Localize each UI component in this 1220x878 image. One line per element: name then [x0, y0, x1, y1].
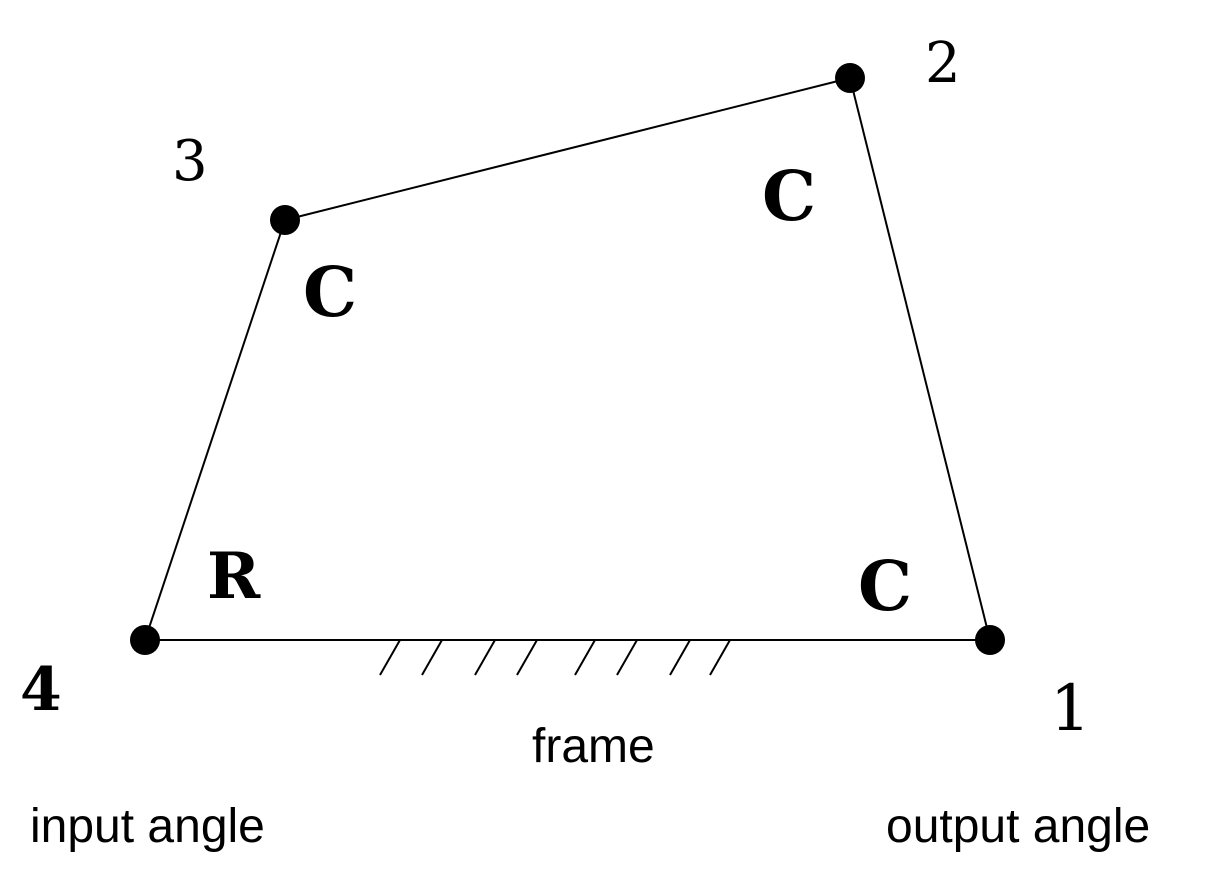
joint-3-dot — [270, 205, 300, 235]
joint-4-type: R — [207, 539, 261, 614]
joint-2-dot — [835, 63, 865, 93]
joint-4-number: 4 — [20, 655, 62, 725]
joint-2-number: 2 — [925, 31, 961, 96]
link-2-1 — [849, 77, 991, 641]
output-angle-label: output angle — [886, 800, 1150, 853]
link-4-3 — [144, 219, 286, 641]
joint-3-number: 3 — [172, 129, 208, 194]
joint-1-dot — [975, 625, 1005, 655]
joint-2-type: C — [762, 157, 816, 237]
ground-hatching — [379, 639, 731, 676]
joint-3-type: C — [303, 253, 357, 333]
joint-1-type: C — [858, 547, 912, 627]
frame-label: frame — [532, 720, 655, 773]
link-3-2 — [284, 77, 851, 221]
input-angle-label: input angle — [30, 800, 265, 853]
joint-4-dot — [130, 625, 160, 655]
joint-1-number: 1 — [1050, 672, 1091, 746]
